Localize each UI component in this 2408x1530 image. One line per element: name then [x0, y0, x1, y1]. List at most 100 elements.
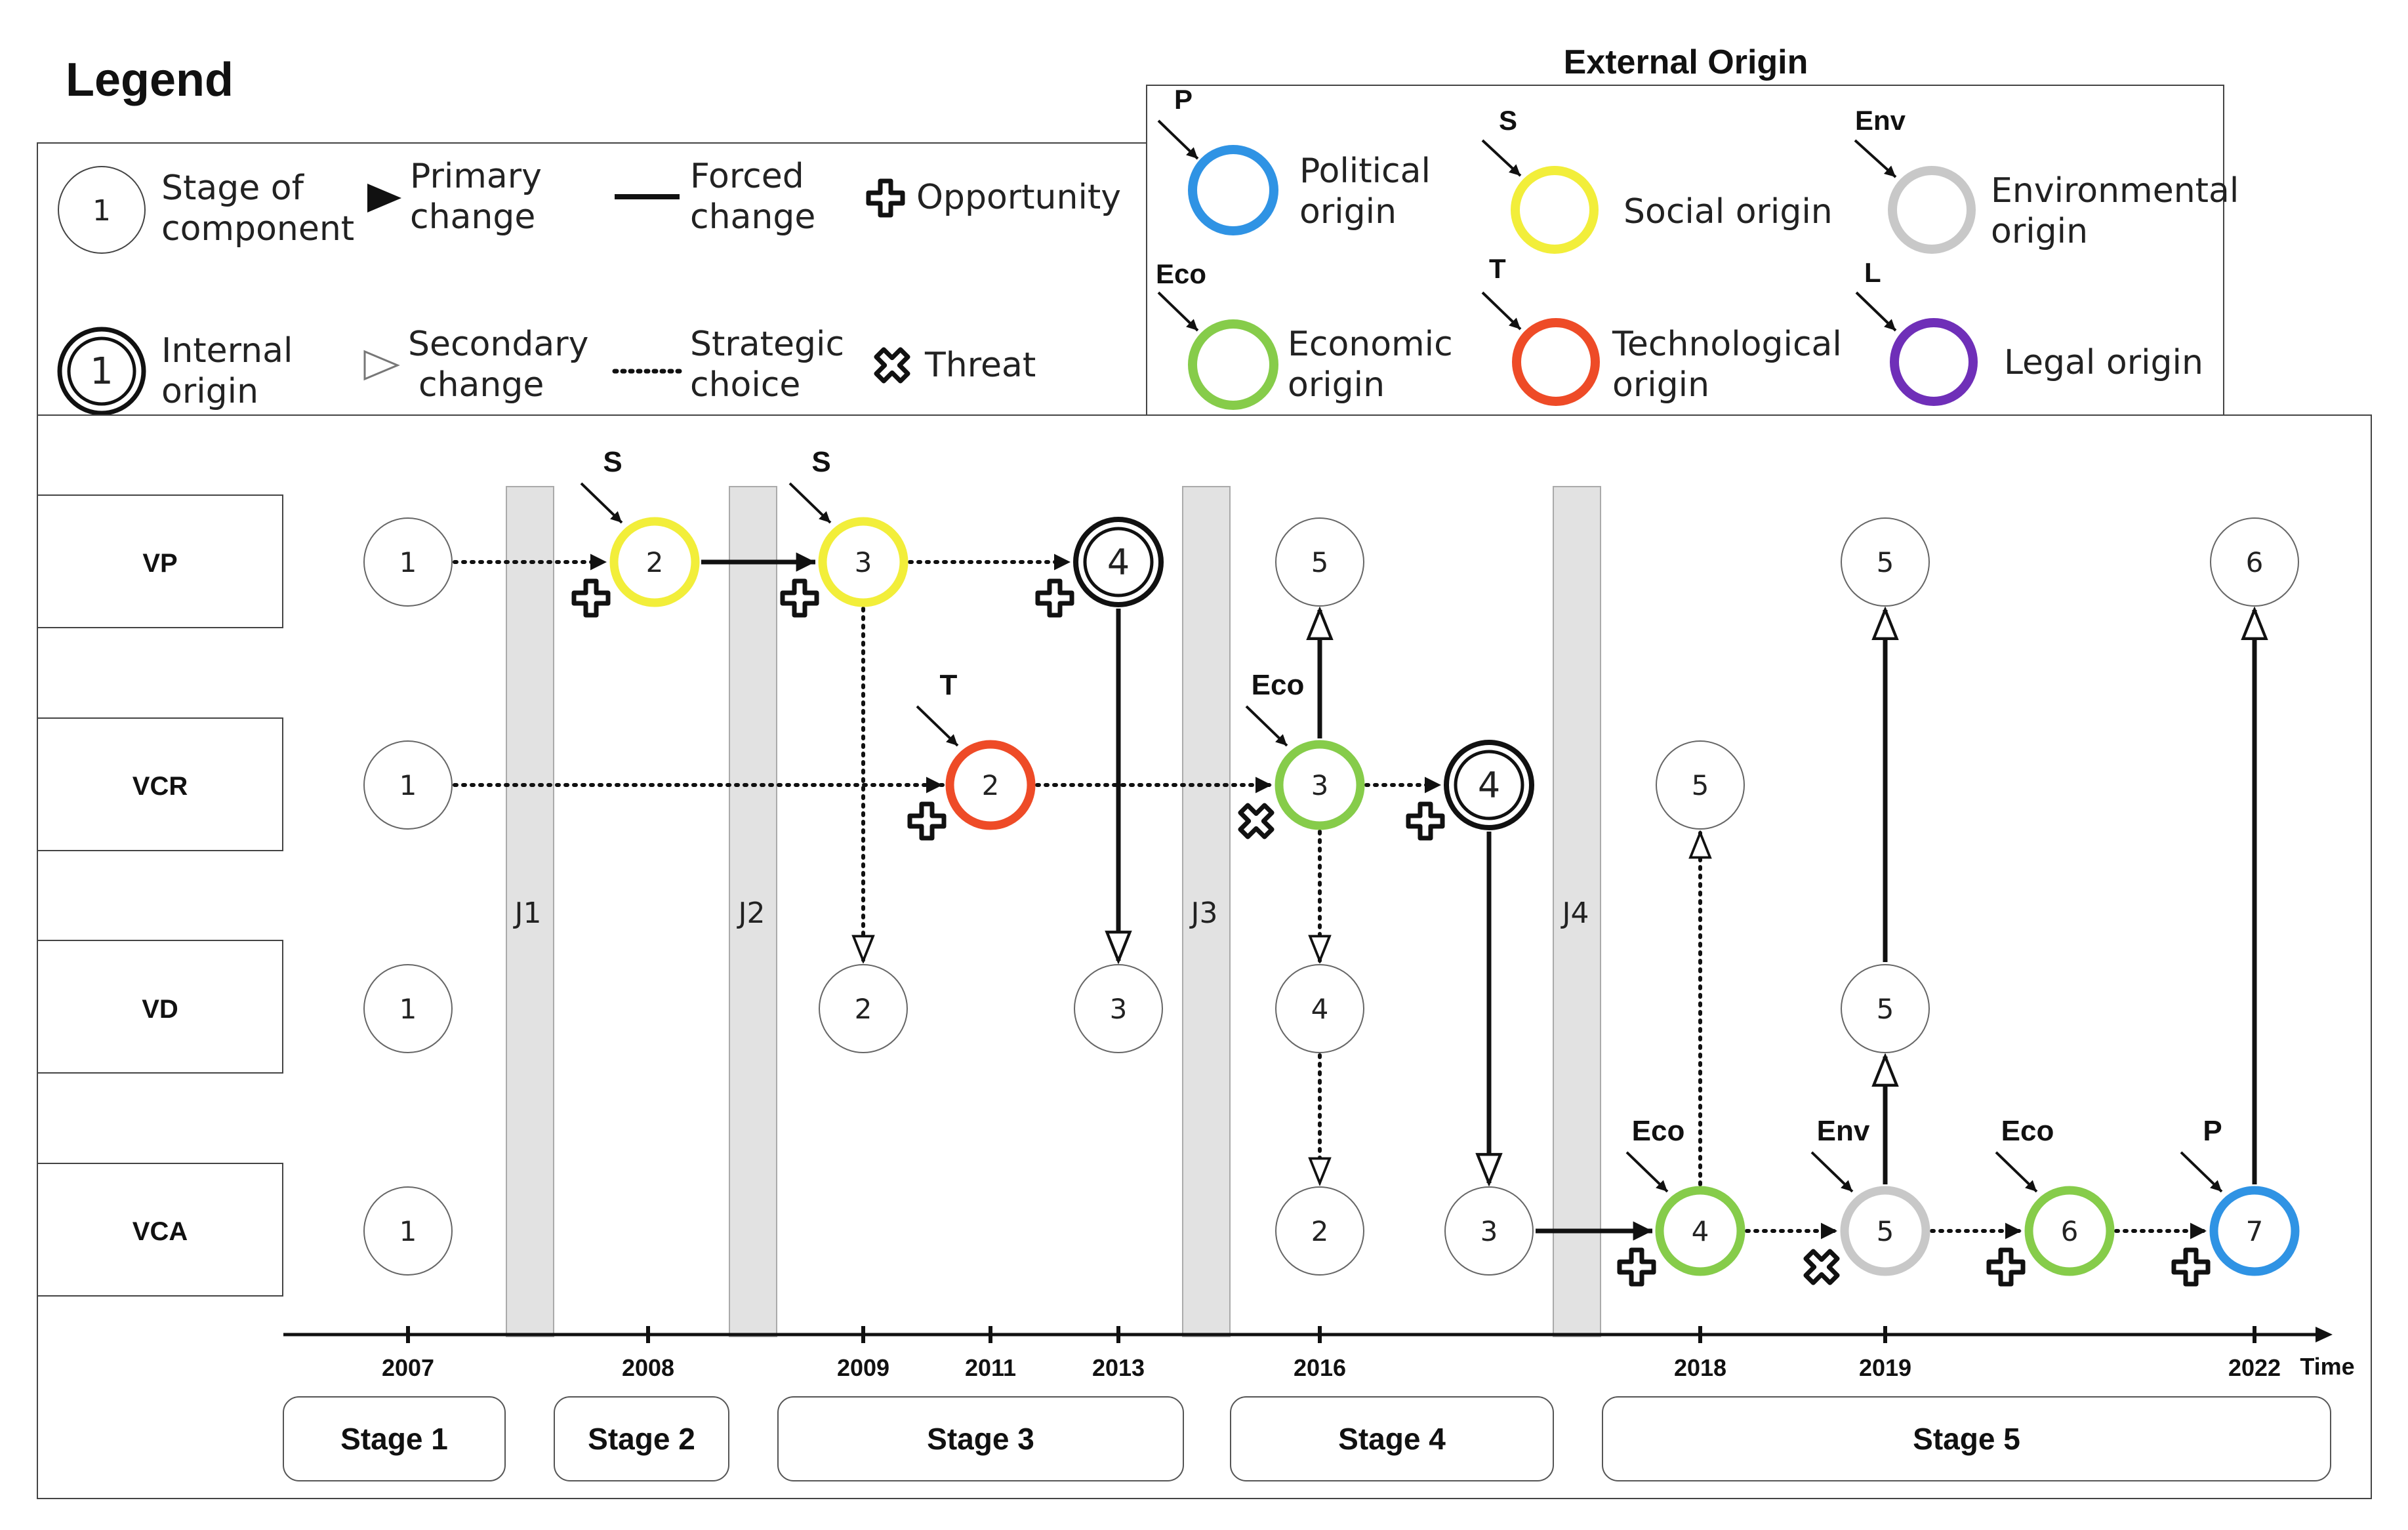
node-label: 6 — [2246, 546, 2264, 578]
svg-text:1: 1 — [92, 194, 111, 228]
junction-bar — [1182, 486, 1231, 1337]
node-vp2: 2S — [571, 446, 700, 618]
year-label: 2019 — [1859, 1354, 1911, 1381]
node-label: 4 — [1692, 1215, 1709, 1247]
legend-secondary: Secondary change — [363, 325, 588, 405]
svg-text:S: S — [1499, 105, 1517, 136]
social-origin-circle — [1511, 166, 1599, 254]
origin-legal: L Legal origin — [1855, 257, 2203, 406]
junction-label: J2 — [737, 896, 765, 930]
legend-forced: Forced change — [615, 157, 815, 237]
legend-box — [37, 142, 1152, 416]
legend-primary: Primary change — [367, 157, 542, 237]
origin-tag: S — [603, 446, 622, 478]
opportunity-icon — [1986, 1247, 2026, 1287]
node-label: 1 — [399, 769, 417, 801]
node-vd2: 2 — [819, 964, 908, 1053]
node-label: 3 — [1480, 1215, 1498, 1247]
svg-text:change: change — [690, 197, 815, 237]
node-vcr5: 5 — [1656, 740, 1745, 830]
node-vp6: 6 — [2210, 517, 2299, 607]
origin-tag: P — [2203, 1115, 2222, 1147]
svg-text:change: change — [410, 197, 535, 237]
node-vd3: 3 — [1074, 964, 1163, 1053]
environmental-origin-circle — [1888, 166, 1976, 254]
external-origin-legend: External Origin P Political origin S Soc… — [1146, 43, 2239, 416]
node-label: 6 — [2061, 1215, 2079, 1247]
year-label: 2018 — [1674, 1354, 1726, 1381]
year-label: 2011 — [965, 1354, 1016, 1381]
node-label: 1 — [399, 993, 417, 1025]
svg-text:L: L — [1864, 257, 1881, 288]
legal-origin-circle — [1890, 318, 1978, 406]
origin-tag-arrow — [2180, 1151, 2223, 1193]
year-label: 2008 — [622, 1354, 674, 1381]
svg-text:Social origin: Social origin — [1623, 192, 1833, 232]
political-origin-circle — [1188, 145, 1278, 235]
node-vp5b: 5 — [1841, 517, 1930, 607]
node-label: 3 — [855, 546, 872, 578]
origin-tag-arrow — [1625, 1151, 1669, 1193]
economic-origin-circle — [1188, 319, 1278, 410]
row-label-vd: VD — [142, 995, 178, 1024]
junction-bar — [729, 486, 777, 1337]
legend-opportunity: Opportunity — [866, 178, 1121, 218]
origin-tag: Eco — [1632, 1115, 1685, 1147]
node-vca7: 7P — [2171, 1115, 2300, 1287]
opportunity-icon — [1406, 801, 1445, 841]
legend-stage-label-2: component — [161, 209, 354, 249]
svg-text:Opportunity: Opportunity — [916, 178, 1121, 217]
svg-text:Env: Env — [1855, 105, 1906, 136]
node-vca3: 3 — [1444, 1186, 1534, 1276]
node-vca4: 4 Eco — [1617, 1115, 1745, 1287]
origin-tag: Eco — [1252, 669, 1305, 701]
origin-political: P Political origin — [1157, 84, 1431, 235]
year-label: 2009 — [837, 1354, 889, 1381]
opportunity-icon — [571, 578, 611, 618]
legend-stage-label-1: Stage of — [161, 169, 305, 208]
row-label-vp: VP — [142, 549, 177, 578]
threat-icon — [874, 347, 910, 384]
stage-label: Stage 2 — [588, 1422, 695, 1456]
svg-text:P: P — [1174, 84, 1193, 115]
threat-icon — [1238, 803, 1275, 839]
node-label: 2 — [1311, 1215, 1329, 1247]
row-label-vca: VCA — [133, 1217, 188, 1246]
svg-text:origin: origin — [1612, 365, 1709, 405]
node-vd1: 1 — [363, 964, 453, 1053]
opportunity-icon — [1035, 578, 1074, 618]
year-label: 2022 — [2228, 1354, 2281, 1381]
opportunity-icon — [1617, 1247, 1656, 1287]
junction-label: J4 — [1561, 896, 1589, 930]
node-vp1: 1 — [363, 517, 453, 607]
origin-economic: Eco Economic origin — [1156, 258, 1453, 410]
origin-tag: S — [811, 446, 830, 478]
legend-internal: 1 Internal origin — [57, 327, 293, 416]
row-labels: VP VCR VD VCA — [37, 494, 283, 1297]
time-axis-label: Time — [2300, 1353, 2354, 1380]
svg-text:Economic: Economic — [1288, 325, 1453, 364]
threat-icon — [1803, 1249, 1840, 1285]
row-label-vcr: VCR — [133, 772, 188, 801]
node-label: 2 — [855, 993, 872, 1025]
opportunity-icon — [907, 801, 947, 841]
opportunity-icon — [2171, 1247, 2211, 1287]
origin-tag-arrow — [580, 482, 623, 524]
node-vcr4: 4 — [1406, 740, 1534, 841]
junction-bar — [1553, 486, 1601, 1337]
origin-tag: Env — [1817, 1115, 1870, 1147]
svg-text:T: T — [1489, 253, 1506, 284]
svg-text:origin: origin — [1288, 365, 1385, 405]
svg-text:change: change — [418, 365, 544, 405]
origin-tag: Eco — [2001, 1115, 2054, 1147]
origin-environmental: Env Environmental origin — [1854, 105, 2239, 254]
node-vp4: 4 — [1035, 517, 1164, 618]
junction-bar — [506, 486, 554, 1337]
origin-tag-arrow — [788, 482, 832, 524]
node-vcr1: 1 — [363, 740, 453, 830]
